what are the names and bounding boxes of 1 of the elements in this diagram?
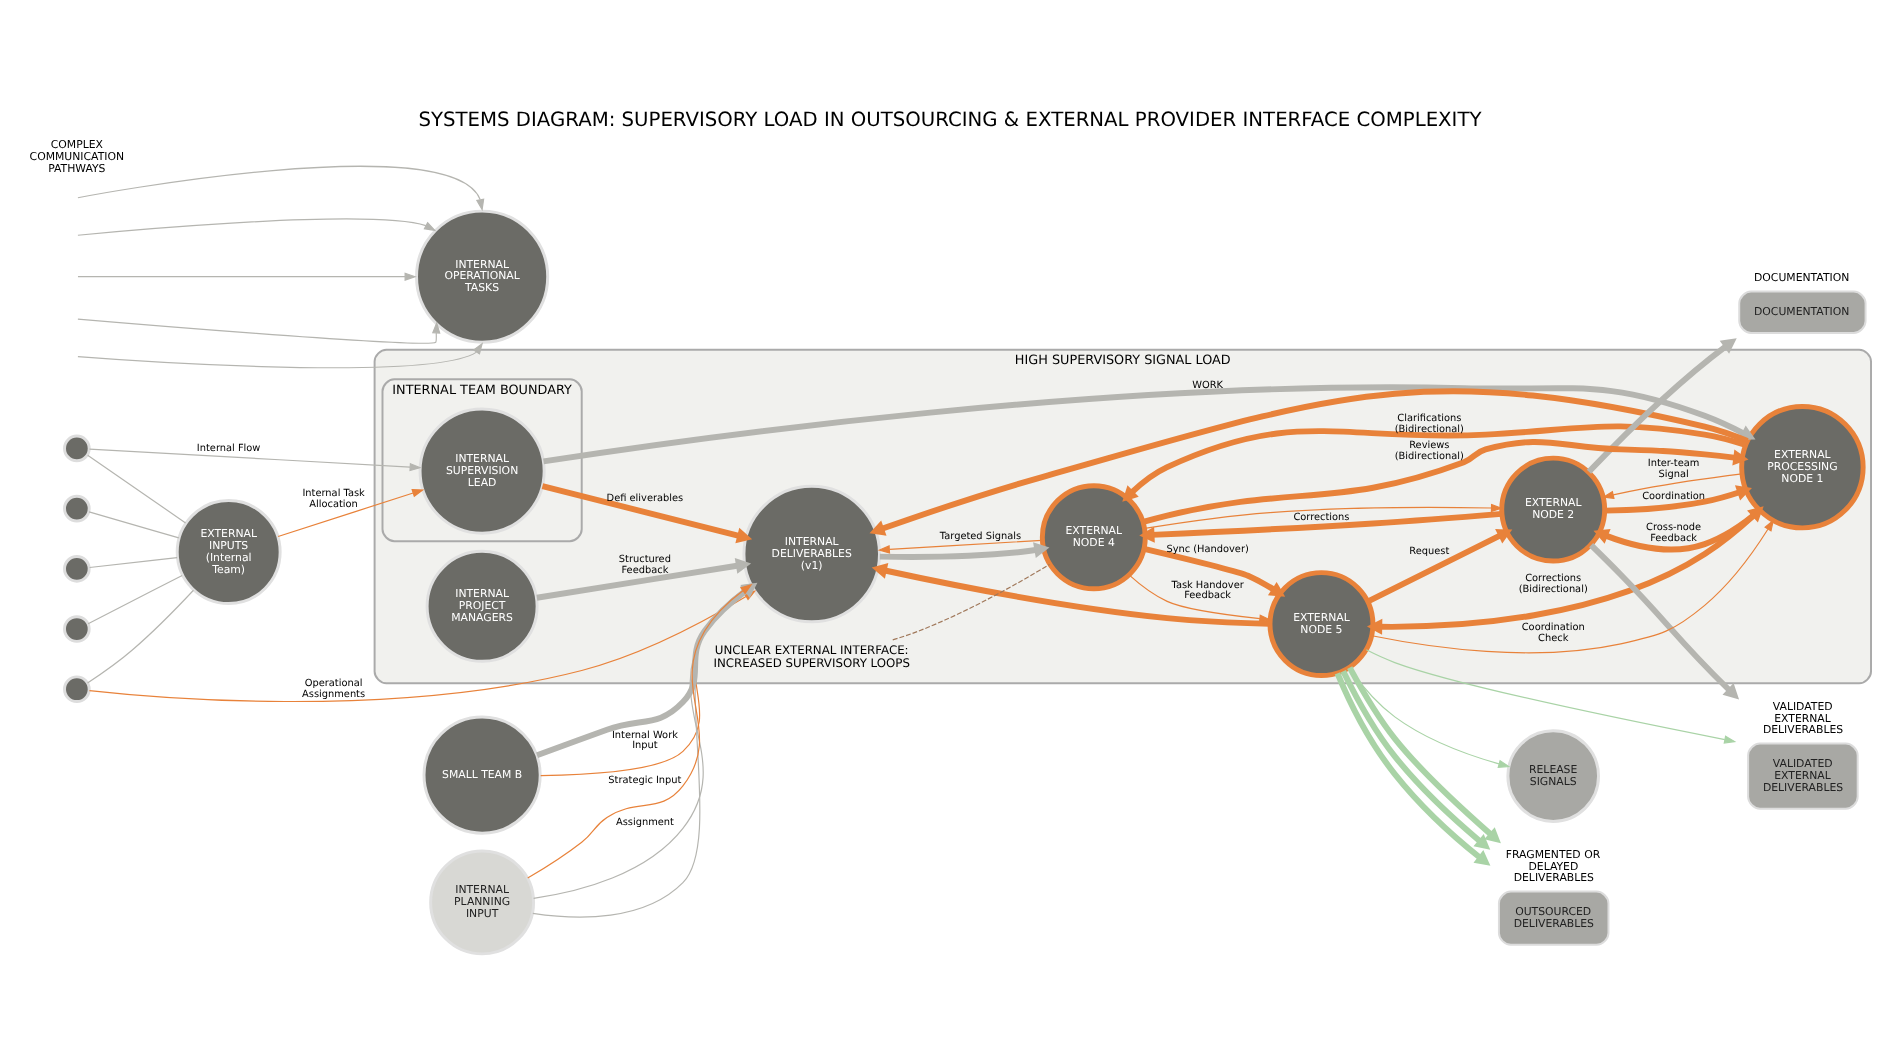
diagram-title: SYSTEMS DIAGRAM: SUPERVISORY LOAD IN OUTSOURCING & EXTERNAL PROVIDER INTERFACE COMPLEXITY	[418, 109, 1482, 132]
